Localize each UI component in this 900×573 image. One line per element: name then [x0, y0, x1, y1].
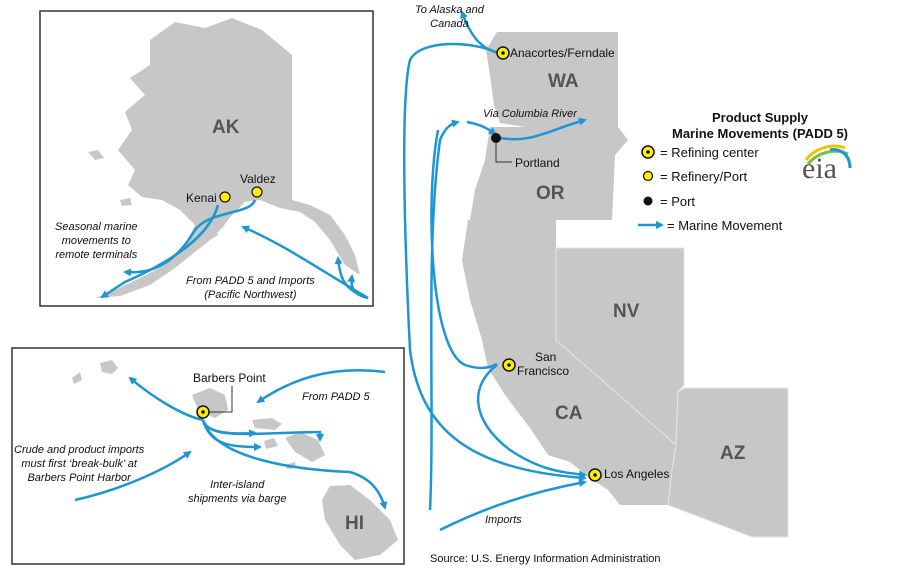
eia-logo-text: eia: [802, 152, 837, 185]
marine-movement-arrows: [74, 10, 587, 532]
washington-shape: [486, 32, 618, 127]
state-label-or: OR: [536, 183, 565, 204]
refinery-port-icon: [642, 170, 654, 182]
alaska-shape: [95, 18, 360, 298]
city-label-kenai: Kenai: [186, 191, 217, 205]
refining-center-san-francisco: [502, 358, 516, 372]
legend-label-refining-center: = Refining center: [660, 145, 759, 160]
alaska-inset: [39, 10, 374, 307]
mainland: [462, 32, 789, 538]
note-columbia: Via Columbia River: [483, 108, 577, 120]
state-label-wa: WA: [548, 71, 579, 92]
state-label-ca: CA: [555, 403, 583, 424]
legend-icons: [638, 145, 664, 229]
refinery-port-kenai: [219, 191, 231, 203]
note-from-padd5: From PADD 5: [302, 391, 370, 403]
hawaii-inset: [11, 347, 405, 565]
note-crude-imports: Crude and product imports must first ‘br…: [14, 444, 145, 484]
city-label-valdez: Valdez: [240, 172, 276, 186]
legend-title: Product Supply Marine Movements (PADD 5): [672, 110, 849, 141]
note-from-padd5-imports: From PADD 5 and Imports (Pacific Northwe…: [186, 275, 315, 301]
city-label-anacortes: Anacortes/Ferndale: [510, 46, 615, 60]
note-seasonal: Seasonal marine movements to remote term…: [55, 221, 138, 261]
legend-label-marine-movement: = Marine Movement: [667, 218, 783, 233]
city-label-barbers-point: Barbers Point: [193, 371, 266, 385]
state-label-nv: NV: [613, 301, 640, 322]
eia-logo-swoosh: [804, 144, 852, 169]
oregon-shape: [470, 127, 628, 220]
city-label-san-francisco-2: Francisco: [517, 364, 570, 378]
state-label-ak: AK: [212, 117, 240, 138]
note-to-alaska: To Alaska and Canada: [415, 4, 484, 30]
port-portland: [491, 133, 501, 143]
arizona-shape: [667, 387, 789, 538]
california-shape: [462, 220, 676, 505]
refining-center-icon: [641, 145, 655, 159]
refining-center-barbers-point: [196, 405, 210, 419]
port-icon: [643, 196, 653, 206]
city-label-los-angeles: Los Angeles: [604, 467, 670, 481]
legend-label-port: = Port: [660, 194, 696, 209]
refining-center-los-angeles: [588, 468, 602, 482]
state-label-az: AZ: [720, 443, 746, 464]
refining-center-anacortes: [496, 46, 510, 60]
state-label-hi: HI: [345, 513, 364, 534]
city-label-portland: Portland: [515, 156, 560, 170]
legend-label-refinery-port: = Refinery/Port: [660, 169, 748, 184]
note-interisland: Inter-island shipments via barge: [188, 479, 287, 505]
markers: [196, 46, 602, 482]
city-label-san-francisco-1: San: [535, 350, 557, 364]
note-imports: Imports: [485, 514, 522, 526]
source-note: Source: U.S. Energy Information Administ…: [430, 553, 661, 565]
refinery-port-valdez: [251, 186, 263, 198]
